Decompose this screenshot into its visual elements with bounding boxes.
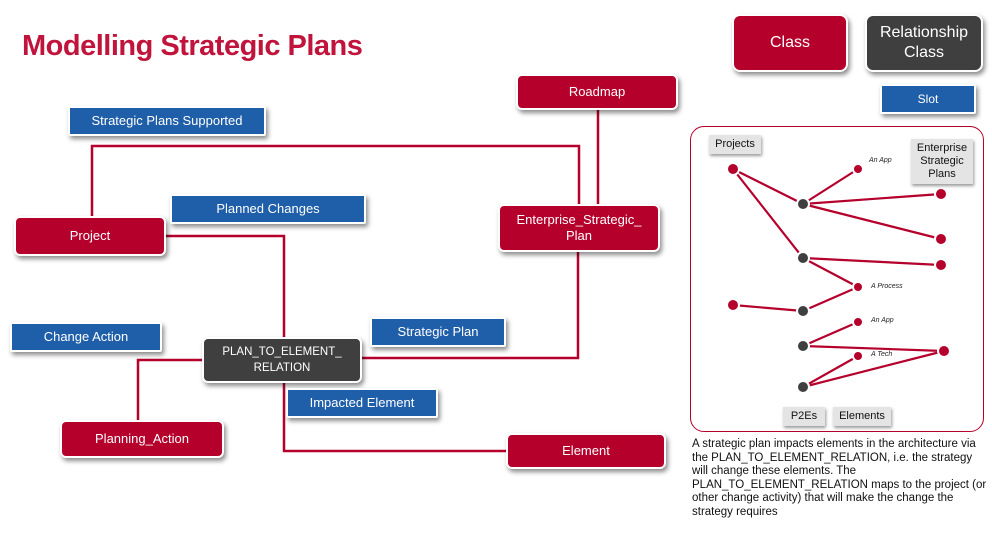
example-inset-panel: Projects Enterprise Strategic Plans An A… <box>690 126 984 432</box>
plan-to-element-relation-node[interactable]: PLAN_TO_ELEMENT_ RELATION <box>202 337 362 383</box>
line-project-to-relation <box>162 234 286 342</box>
slot-change-action: Change Action <box>10 322 162 352</box>
legend-relationship-class: Relationship Class <box>865 14 983 72</box>
inset-an-app-label-1: An App <box>869 157 892 164</box>
line-relation-to-esp <box>360 248 580 360</box>
inset-elements-label: Elements <box>833 407 891 426</box>
planning-action-node[interactable]: Planning_Action <box>60 420 224 458</box>
legend-class: Class <box>732 14 848 72</box>
line-relation-to-planning-action <box>136 358 206 422</box>
roadmap-node[interactable]: Roadmap <box>516 74 678 110</box>
enterprise-strategic-plan-node[interactable]: Enterprise_Strategic_ Plan <box>498 204 660 252</box>
slot-planned-changes: Planned Changes <box>170 194 366 224</box>
inset-p2es-label: P2Es <box>783 407 825 426</box>
line-relation-to-element <box>282 382 510 453</box>
slot-impacted-element: Impacted Element <box>286 388 438 418</box>
project-node[interactable]: Project <box>14 216 166 256</box>
inset-projects-label: Projects <box>709 135 761 154</box>
description-text: A strategic plan impacts elements in the… <box>692 438 987 518</box>
slot-strategic-plans-supported: Strategic Plans Supported <box>68 106 266 136</box>
inset-graph <box>726 162 951 394</box>
inset-an-app-label-2: An App <box>871 317 894 324</box>
slot-strategic-plan: Strategic Plan <box>370 317 506 347</box>
inset-a-tech-label: A Tech <box>871 351 893 358</box>
legend-slot: Slot <box>880 84 976 114</box>
line-project-to-esp <box>90 144 581 218</box>
inset-enterprise-strategic-plans-label: Enterprise Strategic Plans <box>911 139 973 184</box>
inset-a-process-label: A Process <box>871 283 903 290</box>
page-title: Modelling Strategic Plans <box>22 30 363 62</box>
element-node[interactable]: Element <box>506 433 666 469</box>
